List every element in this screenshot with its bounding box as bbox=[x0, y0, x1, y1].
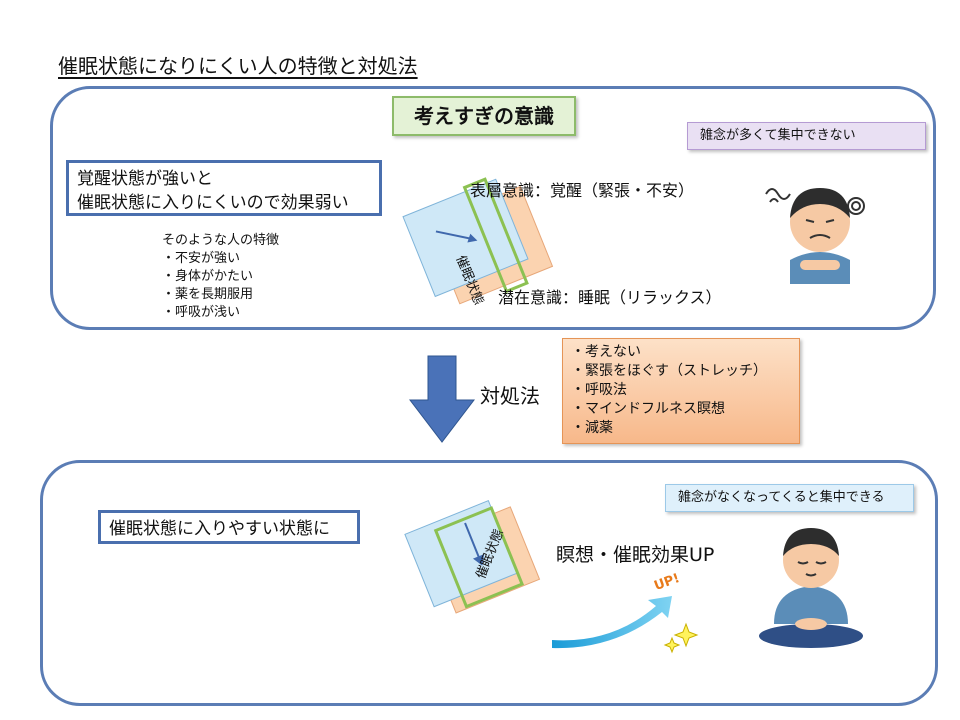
trait-item: ・不安が強い bbox=[162, 251, 241, 266]
awake-state-line-2: 催眠状態に入りにくいので効果弱い bbox=[77, 193, 349, 213]
consciousness-layers-icon bbox=[404, 500, 541, 614]
remedy-label: 対処法 bbox=[480, 384, 540, 408]
worried-person-icon bbox=[765, 188, 865, 284]
traits-heading: そのような人の特徴 bbox=[162, 233, 280, 248]
remedy-item: ・減薬 bbox=[571, 420, 613, 436]
remedies-list: ・考えない ・緊張をほぐす（ストレッチ） ・呼吸法 ・マインドフルネス瞑想 ・減… bbox=[562, 338, 800, 444]
traits-list: そのような人の特徴 ・不安が強い ・身体がかたい ・薬を長期服用 ・呼吸が浅い bbox=[162, 232, 279, 322]
focus-callout: 雑念がなくなってくると集中できる bbox=[665, 484, 914, 512]
up-curve-arrow-icon bbox=[552, 596, 672, 649]
remedy-item: ・考えない bbox=[571, 344, 641, 360]
remedy-item: ・マインドフルネス瞑想 bbox=[571, 401, 725, 417]
trait-item: ・薬を長期服用 bbox=[162, 287, 254, 302]
surface-consciousness-label: 表層意識：覚醒（緊張・不安） bbox=[470, 181, 695, 200]
remedy-item: ・緊張をほぐす（ストレッチ） bbox=[571, 363, 767, 379]
effect-up-label: 瞑想・催眠効果UP bbox=[556, 544, 715, 566]
consciousness-layers-icon bbox=[402, 177, 554, 305]
sparkle-icon bbox=[663, 622, 699, 654]
distraction-callout: 雑念が多くて集中できない bbox=[687, 122, 926, 150]
remedy-item: ・呼吸法 bbox=[571, 382, 627, 398]
easy-state-box: 催眠状態に入りやすい状態に bbox=[98, 510, 360, 544]
subconscious-label: 潜在意識：睡眠（リラックス） bbox=[498, 288, 722, 307]
page-title: 催眠状態になりにくい人の特徴と対処法 bbox=[58, 54, 418, 78]
top-panel-header: 考えすぎの意識 bbox=[392, 96, 576, 136]
awake-state-line-1: 覚醒状態が強いと bbox=[77, 169, 213, 189]
meditating-person-icon bbox=[759, 528, 863, 648]
down-arrow-icon bbox=[408, 355, 476, 443]
trait-item: ・呼吸が浅い bbox=[162, 305, 241, 320]
awake-state-box: 覚醒状態が強いと 催眠状態に入りにくいので効果弱い bbox=[66, 160, 382, 216]
trait-item: ・身体がかたい bbox=[162, 269, 254, 284]
